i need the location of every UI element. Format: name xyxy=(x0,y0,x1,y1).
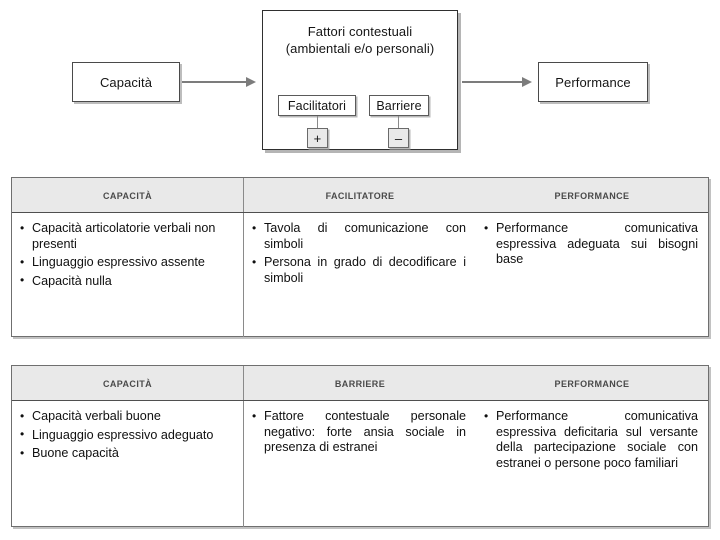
table1-cell-capacita: Capacità articolatorie verbali non prese… xyxy=(12,213,244,337)
plus-sign-box: + xyxy=(307,128,328,148)
diagram-subbox-facilitatori-label: Facilitatori xyxy=(287,98,347,113)
table2-capacita-list: Capacità verbali buone Linguaggio espres… xyxy=(18,409,233,462)
arrow-contesto-to-performance-line xyxy=(462,81,524,83)
connector-barriere-to-minus xyxy=(398,116,399,128)
list-item: Performance comunicativa espressiva adeg… xyxy=(482,221,698,268)
list-item: Buone capacità xyxy=(18,446,233,462)
table1-header-performance: Performance xyxy=(554,188,630,202)
list-item: Fattore contestuale personale negativo: … xyxy=(250,409,466,456)
diagram-box-fattori-contestuali-title: Fattori contestuali (ambientali e/o pers… xyxy=(263,23,457,57)
table-body: Capacità verbali buone Linguaggio espres… xyxy=(12,401,708,527)
diagram-box-capacita-label: Capacità xyxy=(99,74,153,90)
table1-capacita-list: Capacità articolatorie verbali non prese… xyxy=(18,221,233,289)
plus-icon: + xyxy=(313,130,322,146)
context-title-line1: Fattori contestuali xyxy=(307,24,413,39)
table1-header-facilitatore: Facilitatore xyxy=(325,188,395,202)
diagram-subbox-barriere[interactable]: Barriere xyxy=(369,95,429,116)
minus-sign-box: – xyxy=(388,128,409,148)
diagram-box-performance[interactable]: Performance xyxy=(538,62,648,102)
table2-header-barriere: Barriere xyxy=(334,376,386,390)
diagram-box-performance-label: Performance xyxy=(555,74,631,90)
connector-facilitatori-to-plus xyxy=(317,116,318,128)
table1-performance-list: Performance comunicativa espressiva adeg… xyxy=(482,221,698,268)
list-item: Linguaggio espressivo adeguato xyxy=(18,427,233,444)
list-item: Tavola di comunicazione con simboli xyxy=(250,221,466,252)
table2-cell-barriere: Fattore contestuale personale negativo: … xyxy=(244,401,476,527)
flow-diagram: Capacità Fattori contestuali (ambientali… xyxy=(0,0,720,165)
list-item: Persona in grado di decodificare i simbo… xyxy=(250,255,466,286)
case-table-barriere: Capacità Barriere Performance Capacità v… xyxy=(11,365,709,527)
table-header-row: Capacità Barriere Performance xyxy=(12,366,708,401)
table2-performance-list: Performance comunicativa espressiva defi… xyxy=(482,409,698,471)
table2-cell-performance: Performance comunicativa espressiva defi… xyxy=(476,401,708,527)
list-item: Capacità verbali buone xyxy=(18,409,233,425)
diagram-subbox-facilitatori[interactable]: Facilitatori xyxy=(278,95,356,116)
arrow-contesto-to-performance-head-icon xyxy=(522,76,532,87)
context-title-line2: (ambientali e/o personali) xyxy=(285,41,435,56)
list-item: Capacità articolatorie verbali non prese… xyxy=(18,221,233,252)
table2-header-capacita: Capacità xyxy=(12,366,244,400)
list-item: Performance comunicativa espressiva defi… xyxy=(482,409,698,471)
table1-cell-performance: Performance comunicativa espressiva adeg… xyxy=(476,213,708,337)
table1-header-capacita: Capacità xyxy=(12,178,244,212)
table1-facilitatore-list: Tavola di comunicazione con simboli Pers… xyxy=(250,221,466,286)
table-header-row: Capacità Facilitatore Performance xyxy=(12,178,708,213)
list-item: Linguaggio espressivo assente xyxy=(18,255,233,271)
table2-barriere-list: Fattore contestuale personale negativo: … xyxy=(250,409,466,456)
diagram-box-fattori-contestuali[interactable]: Fattori contestuali (ambientali e/o pers… xyxy=(262,10,458,150)
arrow-capacita-to-contesto-head-icon xyxy=(246,76,256,87)
diagram-subbox-barriere-label: Barriere xyxy=(376,98,422,113)
table2-cell-capacita: Capacità verbali buone Linguaggio espres… xyxy=(12,401,244,527)
arrow-capacita-to-contesto-line xyxy=(182,81,248,83)
table1-cell-facilitatore: Tavola di comunicazione con simboli Pers… xyxy=(244,213,476,337)
case-table-facilitatore: Capacità Facilitatore Performance Capaci… xyxy=(11,177,709,337)
table-body: Capacità articolatorie verbali non prese… xyxy=(12,213,708,337)
minus-icon: – xyxy=(394,130,403,146)
list-item: Capacità nulla xyxy=(18,273,233,290)
table2-header-performance: Performance xyxy=(554,376,630,390)
diagram-box-capacita[interactable]: Capacità xyxy=(72,62,180,102)
